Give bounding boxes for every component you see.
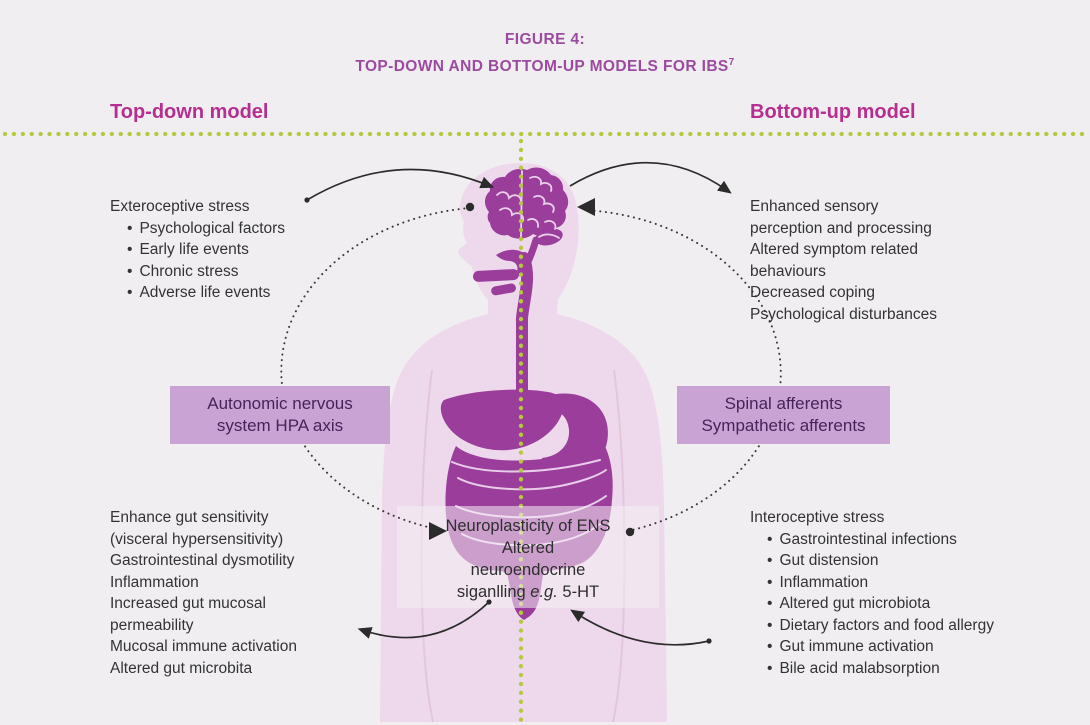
box-line: Autonomic nervous (207, 393, 353, 413)
box-line: Spinal afferents (724, 393, 843, 413)
text-line: Inflammation (110, 573, 199, 591)
text-line: Neuroplasticity of ENS (445, 517, 611, 535)
dotted-cycle (280, 207, 782, 532)
interoceptive-stress-heading: Interoceptive stress (750, 509, 885, 526)
text-line: Altered (501, 539, 555, 557)
list-item: Adverse life events (127, 282, 285, 304)
text-line: Decreased coping (750, 284, 875, 301)
neuroplasticity-ens-block: Neuroplasticity of ENS Altered neuroendo… (397, 515, 659, 603)
autonomic-nervous-system-box: Autonomic nervous system HPA axis (170, 386, 390, 444)
brain-icon (484, 167, 569, 270)
text-line: permeability (110, 616, 194, 634)
list-item: Gut immune activation (767, 636, 994, 658)
box-line: system HPA axis (216, 416, 344, 435)
eg-italic: e.g. (530, 583, 558, 601)
arrow-center-to-gut-effects (357, 601, 490, 639)
figure-number: FIGURE 4: (504, 31, 586, 48)
exteroceptive-stress-list: Psychological factors Early life events … (110, 218, 285, 304)
solid-arrows (306, 161, 732, 646)
spinal-afferents-box: Spinal afferents Sympathetic afferents (677, 386, 890, 444)
figure-title-text: TOP-DOWN AND BOTTOM-UP MODELS FOR IBS7 (355, 57, 735, 76)
cycle-dot-brain (465, 202, 475, 212)
reference-superscript: 7 (728, 57, 735, 68)
list-item: Inflammation (767, 572, 994, 594)
arrow-start-dot-2 (486, 599, 492, 605)
ens-text-panel (397, 506, 659, 608)
list-item: Gut distension (767, 550, 994, 572)
text-line: Gastrointestinal dysmotility (110, 552, 295, 569)
arrow-stress-to-brain (306, 168, 495, 201)
gut-effects-block: Enhance gut sensitivity (visceral hypers… (110, 507, 297, 679)
arrow-brain-to-perception (569, 161, 732, 194)
text-line: siganlling e.g. 5-HT (456, 583, 600, 601)
cycle-arrowhead-ens (429, 522, 447, 540)
cycle-arc-right (584, 209, 782, 532)
list-item: Altered gut microbiota (767, 593, 994, 615)
text-line: Mucosal immune activation (110, 638, 297, 655)
arrow-start-dot-1 (304, 197, 310, 203)
text-line: Psychological disturbances (750, 305, 937, 323)
text-line: (visceral hypersensitivity) (110, 530, 284, 548)
text-line: behaviours (750, 262, 826, 280)
exteroceptive-stress-heading: Exteroceptive stress (110, 198, 250, 215)
list-item: Bile acid malabsorption (767, 658, 994, 680)
text-line: Enhanced sensory (750, 198, 879, 215)
list-item: Early life events (127, 239, 285, 261)
text-line: Increased gut mucosal (110, 595, 266, 612)
text-line: neuroendocrine (470, 561, 586, 579)
text-line: Altered gut microbita (110, 659, 253, 677)
top-down-model-heading: Top-down model (110, 101, 269, 123)
interoceptive-stress-block: Interoceptive stress Gastrointestinal in… (750, 507, 994, 679)
sensory-perception-block: Enhanced sensory perception and processi… (750, 196, 937, 325)
bottom-up-model-heading: Bottom-up model (750, 101, 916, 123)
list-item: Chronic stress (127, 261, 285, 283)
figure-title: FIGURE 4: TOP-DOWN AND BOTTOM-UP MODELS … (0, 28, 1090, 78)
list-item: Gastrointestinal infections (767, 529, 994, 551)
text-line: Altered symptom related (750, 241, 918, 258)
cycle-arrowhead-brain (577, 198, 595, 216)
cycle-dot-ens (625, 527, 635, 537)
text-line: Enhance gut sensitivity (110, 509, 269, 526)
list-item: Dietary factors and food allergy (767, 615, 994, 637)
box-line: Sympathetic afferents (701, 416, 866, 435)
list-item: Psychological factors (127, 218, 285, 240)
text-line: perception and processing (750, 219, 932, 237)
interoceptive-stress-list: Gastrointestinal infections Gut distensi… (750, 529, 994, 680)
arrow-start-dot-3 (706, 638, 712, 644)
exteroceptive-stress-block: Exteroceptive stress Psychological facto… (110, 196, 285, 304)
arrow-gut-factors-to-center (570, 609, 710, 646)
